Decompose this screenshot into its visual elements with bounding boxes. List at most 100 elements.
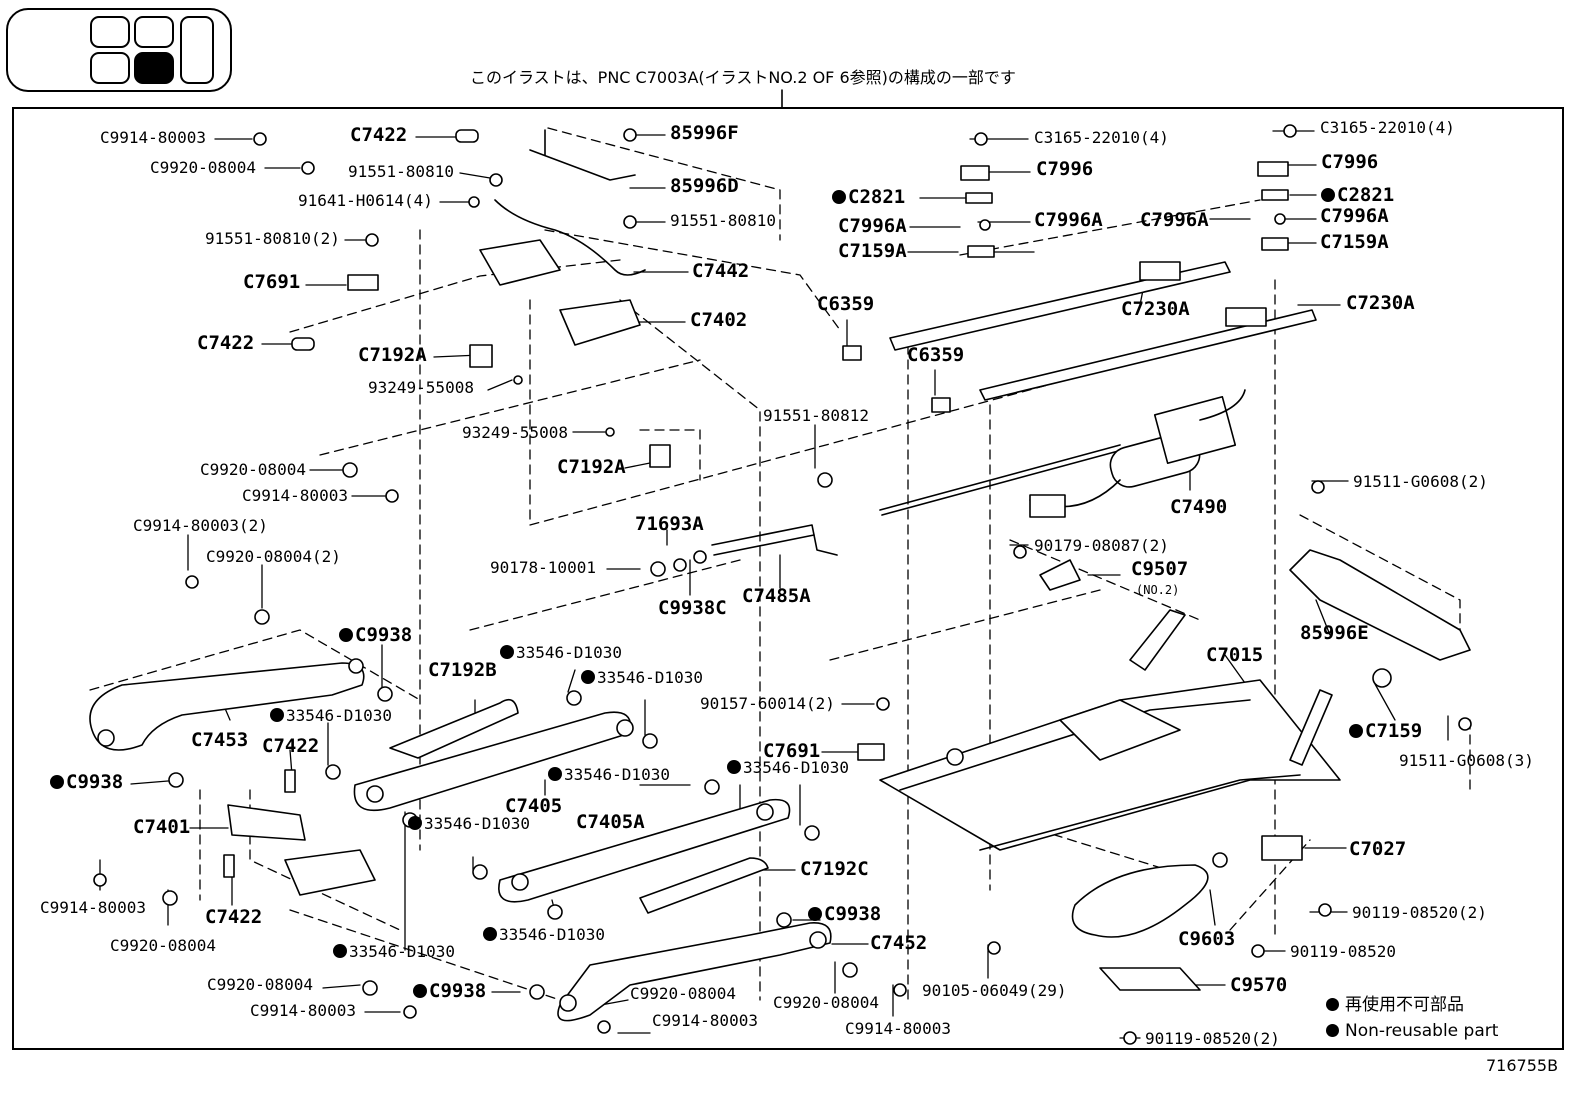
seat-position-thumbnail <box>6 8 232 92</box>
part-label-C9914-80003-f: C9914-80003 <box>845 1019 951 1038</box>
part-label-C7159: C7159 <box>1349 722 1422 741</box>
part-label-C7402: C7402 <box>690 309 748 331</box>
part-label-33546-D1030-h: 33546-D1030 <box>483 927 605 943</box>
diagram-id: 716755B <box>1486 1056 1559 1075</box>
part-label-C7405A: C7405A <box>576 811 645 833</box>
part-label-93249-55008-b: 93249-55008 <box>462 423 568 442</box>
part-label-C2821-a: C2821 <box>832 188 905 207</box>
part-label-90157-60014: 90157-60014(2) <box>700 694 835 713</box>
diagram-frame <box>12 107 1564 1050</box>
filled-dot-icon <box>1326 998 1339 1011</box>
part-label-90119-08520: 90119-08520 <box>1290 942 1396 961</box>
part-label-91511-G0608-2: 91511-G0608(2) <box>1353 472 1488 491</box>
part-label-C9920-08004-e: C9920-08004 <box>630 984 736 1003</box>
part-label-C6359-b: C6359 <box>907 344 965 366</box>
part-label-C6359-a: C6359 <box>817 293 875 315</box>
part-label-C7230A-b: C7230A <box>1346 292 1415 314</box>
part-label-C9938-c: C9938 <box>413 982 486 1001</box>
part-label-C7422-d: C7422 <box>205 906 263 928</box>
filled-dot-icon <box>1326 1024 1339 1037</box>
part-label-85996E: 85996E <box>1300 622 1369 644</box>
part-label-C7453: C7453 <box>191 729 249 751</box>
part-label-90105-06049: 90105-06049(29) <box>922 981 1067 1000</box>
part-label-85996F: 85996F <box>670 122 739 144</box>
part-label-C7485A: C7485A <box>742 585 811 607</box>
part-label-91551-80812: 91551-80812 <box>763 406 869 425</box>
part-label-90178-10001: 90178-10001 <box>490 558 596 577</box>
part-label-C7452: C7452 <box>870 932 928 954</box>
part-label-C9920-08004-a: C9920-08004 <box>150 158 256 177</box>
part-label-C7159A-a: C7159A <box>838 240 907 262</box>
part-label-C7442: C7442 <box>692 260 750 282</box>
part-label-90119-08520-2b: 90119-08520(2) <box>1145 1029 1280 1048</box>
part-label-C9938C: C9938C <box>658 597 727 619</box>
part-label-C3165-22010-b: C3165-22010(4) <box>1320 118 1455 137</box>
legend-item-en: Non-reusable part <box>1326 1021 1498 1041</box>
part-label-C9920-08004-d: C9920-08004 <box>207 975 313 994</box>
seat-position-upper-left[interactable] <box>90 16 130 48</box>
legend: 再使用不可部品 Non-reusable part <box>1326 990 1498 1047</box>
part-label-33546-D1030-b: 33546-D1030 <box>333 944 455 960</box>
part-label-C9914-80003-a: C9914-80003 <box>100 128 206 147</box>
part-label-C7422-a: C7422 <box>350 124 408 146</box>
part-label-C9914-80003-e: C9914-80003 <box>652 1011 758 1030</box>
part-label-33546-D1030-e: 33546-D1030 <box>408 816 530 832</box>
part-label-C7996-a: C7996 <box>1036 158 1094 180</box>
part-label-C2821-b: C2821 <box>1321 186 1394 205</box>
part-label-C7490: C7490 <box>1170 496 1228 518</box>
part-label-33546-D1030-d: 33546-D1030 <box>581 670 703 686</box>
part-label-C7192C: C7192C <box>800 858 869 880</box>
part-label-C9920-08004-b: C9920-08004 <box>200 460 306 479</box>
part-label-C9914-80003-d: C9914-80003 <box>250 1001 356 1020</box>
part-label-91551-80810-a: 91551-80810 <box>348 162 454 181</box>
part-label-C7015: C7015 <box>1206 644 1264 666</box>
part-label-C7996A-b: C7996A <box>1034 209 1103 231</box>
part-label-90119-08520-2a: 90119-08520(2) <box>1352 903 1487 922</box>
part-label-C3165-22010-a: C3165-22010(4) <box>1034 128 1169 147</box>
part-label-C7996A-c: C7996A <box>1140 209 1209 231</box>
seat-position-lower-middle-selected[interactable] <box>134 52 174 84</box>
part-label-C7691-b: C7691 <box>763 740 821 762</box>
seat-position-upper-right[interactable] <box>134 16 174 48</box>
part-label-C9938-b: C9938 <box>50 773 123 792</box>
part-label-91641-H0614: 91641-H0614(4) <box>298 191 433 210</box>
part-label-C7422-b: C7422 <box>197 332 255 354</box>
diagram-caption: このイラストは、PNC C7003A(イラストNO.2 OF 6参照)の構成の一… <box>470 68 1016 87</box>
part-label-C9914-80003-c: C9914-80003 <box>40 898 146 917</box>
part-label-C9603: C9603 <box>1178 928 1236 950</box>
seat-position-lower-left[interactable] <box>90 52 130 84</box>
part-label-90179-08087: 90179-08087(2) <box>1034 536 1169 555</box>
part-label-C7192A-a: C7192A <box>358 344 427 366</box>
part-label-C9920-08004-f: C9920-08004 <box>773 993 879 1012</box>
seat-position-right-tall[interactable] <box>180 16 214 84</box>
part-label-C7996-b: C7996 <box>1321 151 1379 173</box>
part-label-33546-D1030-f: 33546-D1030 <box>548 767 670 783</box>
part-label-C9507-note: (NO.2) <box>1136 583 1180 597</box>
part-label-93249-55008-a: 93249-55008 <box>368 378 474 397</box>
part-label-C7405: C7405 <box>505 795 563 817</box>
part-label-C7192B: C7192B <box>428 659 497 681</box>
part-label-C7401: C7401 <box>133 816 191 838</box>
part-label-C7691-a: C7691 <box>243 271 301 293</box>
part-label-C9920-08004-c: C9920-08004 <box>110 936 216 955</box>
part-label-71693A: 71693A <box>635 513 704 535</box>
part-label-C9920-08004-2: C9920-08004(2) <box>206 547 341 566</box>
part-label-C7192A-b: C7192A <box>557 456 626 478</box>
part-label-33546-D1030-g: 33546-D1030 <box>727 760 849 776</box>
part-label-91511-G0608-3: 91511-G0608(3) <box>1399 751 1534 770</box>
part-label-C7422-c: C7422 <box>262 735 320 757</box>
part-label-C7027: C7027 <box>1349 838 1407 860</box>
part-label-C7996A-d: C7996A <box>1320 205 1389 227</box>
legend-item-jp: 再使用不可部品 <box>1326 990 1498 1015</box>
part-label-C7230A-a: C7230A <box>1121 298 1190 320</box>
part-label-C9507: C9507 <box>1131 558 1189 580</box>
part-label-C9570: C9570 <box>1230 974 1288 996</box>
part-label-C7996A-a: C7996A <box>838 215 907 237</box>
part-label-85996D: 85996D <box>670 175 739 197</box>
part-label-91551-80810-2: 91551-80810(2) <box>205 229 340 248</box>
part-label-91551-80810-b: 91551-80810 <box>670 211 776 230</box>
part-label-C7159A-b: C7159A <box>1320 231 1389 253</box>
part-label-C9914-80003-b: C9914-80003 <box>242 486 348 505</box>
